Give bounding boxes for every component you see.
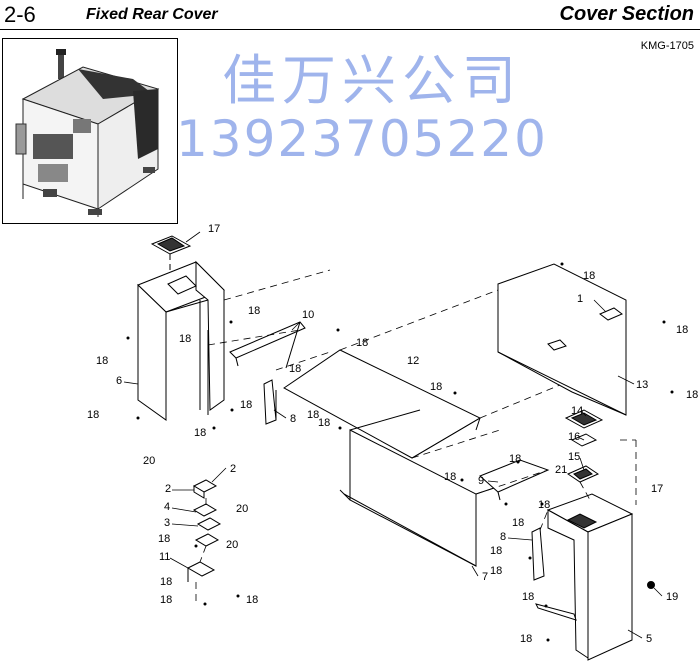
callout-8-right: 8	[500, 531, 506, 543]
header-divider	[0, 29, 700, 30]
callout-20-b: 20	[236, 503, 248, 515]
callout-14: 14	[571, 405, 583, 417]
callout-18-p: 18	[444, 471, 456, 483]
callout-18-n: 18	[194, 427, 206, 439]
callout-3: 3	[164, 517, 170, 529]
callout-18-t: 18	[490, 545, 502, 557]
callout-18-o: 18	[509, 453, 521, 465]
callout-18-s: 18	[158, 533, 170, 545]
bracket-9	[479, 459, 550, 501]
callout-18-r: 18	[512, 517, 524, 529]
callout-18-b: 18	[248, 305, 260, 317]
callout-17-top: 17	[208, 223, 220, 235]
callout-18-d: 18	[179, 333, 191, 345]
panel-13	[497, 263, 627, 416]
callout-21: 21	[555, 464, 567, 476]
top-plate-12	[283, 349, 482, 459]
callout-2-b: 2	[165, 483, 171, 495]
callout-16: 16	[568, 431, 580, 443]
section-name: Cover Section	[559, 3, 694, 25]
callout-11: 11	[159, 551, 170, 563]
small-brackets-group	[186, 479, 222, 582]
callout-1: 1	[577, 293, 583, 305]
callout-18-y: 18	[160, 594, 172, 606]
callout-15: 15	[568, 451, 580, 463]
watermark-company: 佳万兴公司	[222, 49, 522, 112]
callout-6: 6	[116, 375, 122, 387]
callout-8-left: 8	[290, 413, 296, 425]
page-title: Fixed Rear Cover	[86, 6, 218, 23]
callout-13: 13	[636, 379, 648, 391]
bracket-8-left	[263, 379, 277, 425]
part-21	[566, 465, 600, 483]
callout-18-v: 18	[160, 576, 172, 588]
callout-18-j: 18	[240, 399, 252, 411]
callout-20-c: 20	[226, 539, 238, 551]
vent-grille-17-top	[150, 235, 192, 255]
callout-18-g: 18	[289, 363, 301, 375]
callout-18-c: 18	[676, 324, 688, 336]
side-cover-6	[137, 260, 225, 421]
callout-18-i: 18	[686, 389, 698, 401]
callout-18-l: 18	[307, 409, 319, 421]
callout-17-right: 17	[651, 483, 663, 495]
callout-7: 7	[482, 571, 488, 583]
callout-19: 19	[666, 591, 678, 603]
machine-overview-thumbnail	[2, 38, 178, 224]
callout-18-f: 18	[96, 355, 108, 367]
cover-plate-1	[599, 307, 623, 321]
callout-18-x: 18	[246, 594, 258, 606]
watermark-phone: 13923705220	[176, 110, 548, 168]
machine-overview-image	[15, 49, 160, 217]
callout-18-h: 18	[430, 381, 442, 393]
callout-12: 12	[407, 355, 419, 367]
callout-18-w: 18	[522, 591, 534, 603]
callout-18-e: 18	[356, 337, 368, 349]
callout-4: 4	[164, 501, 170, 513]
lower-bracket-right	[535, 603, 577, 621]
callout-18-m: 18	[318, 417, 330, 429]
bracket-8-right	[531, 527, 545, 581]
knob-19	[647, 581, 655, 589]
side-cover-5	[546, 493, 634, 661]
callout-10: 10	[302, 309, 314, 321]
vent-grille-14	[564, 409, 604, 429]
callout-18-q: 18	[538, 499, 550, 511]
callout-2-a: 2	[230, 463, 236, 475]
callout-18-a: 18	[583, 270, 595, 282]
callout-9: 9	[478, 475, 484, 487]
rear-cover-7	[339, 409, 501, 567]
callout-18-z: 18	[520, 633, 532, 645]
callout-18-u: 18	[490, 565, 502, 577]
bracket-10	[229, 321, 306, 369]
callout-18-k: 18	[87, 409, 99, 421]
section-number: 2-6	[4, 2, 36, 27]
callout-20-a: 20	[143, 455, 155, 467]
callout-5: 5	[646, 633, 652, 645]
model-code: KMG-1705	[640, 40, 694, 52]
